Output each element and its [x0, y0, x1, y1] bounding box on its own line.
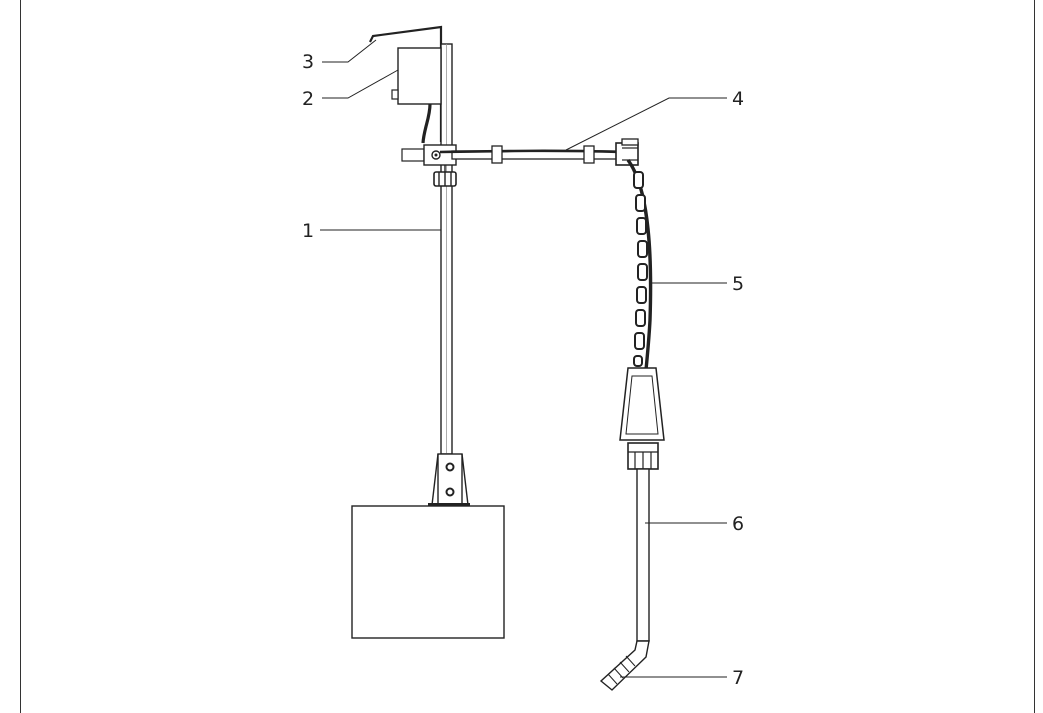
leader-lines: [320, 39, 727, 678]
sensor-tube: [636, 468, 650, 642]
sensor-chain: [626, 158, 653, 433]
sensor-holder: [619, 367, 665, 470]
horizontal-arm: [439, 138, 639, 166]
base-bracket: [428, 453, 470, 507]
callout-1: 1: [302, 220, 314, 242]
figure-frame: [20, 0, 1035, 713]
transmitter-housing: [391, 47, 442, 144]
post-clamp: [401, 144, 457, 187]
callout-4: 4: [732, 88, 744, 110]
sensor-tip: [599, 640, 650, 691]
callout-7: 7: [732, 667, 744, 689]
upright-post: [440, 43, 453, 455]
callout-6: 6: [732, 513, 744, 535]
callout-5: 5: [732, 273, 744, 295]
callout-2: 2: [302, 88, 314, 110]
base-weight: [351, 505, 505, 639]
callout-3: 3: [302, 51, 314, 73]
